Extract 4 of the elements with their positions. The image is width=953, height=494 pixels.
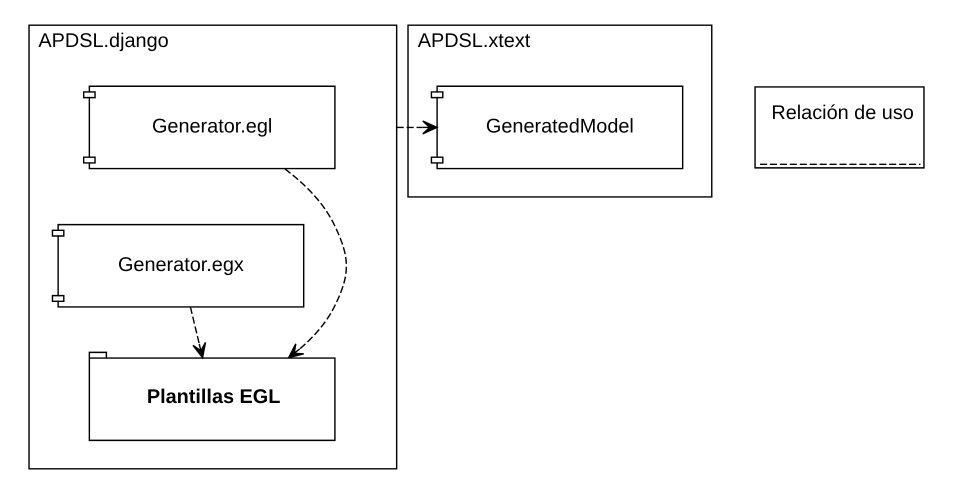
arrow bbox=[396, 120, 438, 135]
arrow bbox=[284, 168, 348, 358]
arrow bbox=[190, 306, 206, 358]
legend-label: Relación de uso bbox=[771, 102, 914, 124]
